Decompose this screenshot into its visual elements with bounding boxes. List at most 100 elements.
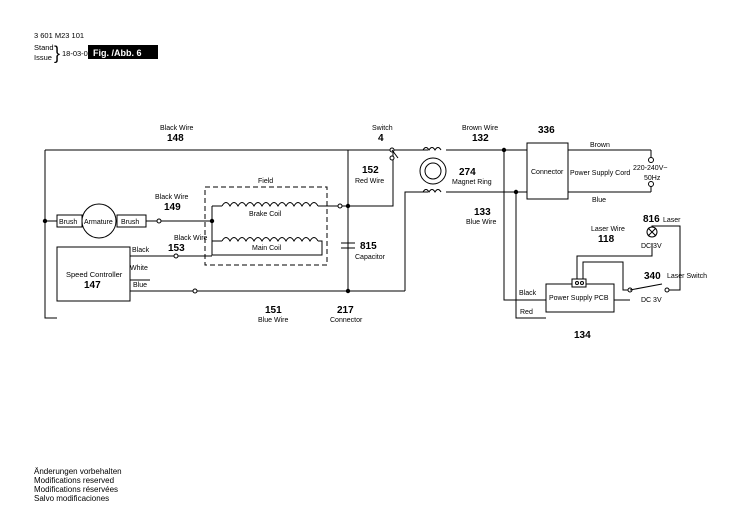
red-wire-152-label: Red Wire [355, 178, 384, 185]
switch-label: Switch [372, 125, 393, 132]
switch-dc3v-label: DC 3V [641, 297, 662, 304]
laser-wire-label: Laser Wire [591, 226, 625, 233]
black-wire-149-label: Black Wire [155, 194, 189, 201]
brake-coil [221, 202, 319, 208]
brown-label: Brown [590, 142, 610, 149]
armature-label: Armature [84, 219, 113, 226]
wire-left-vertical [44, 150, 57, 319]
pcb-label: Power Supply PCB [549, 295, 609, 302]
wire-118-a [576, 243, 653, 282]
issue-label: Issue [34, 53, 52, 62]
cord-terminal-bottom [648, 181, 654, 187]
laser-switch-blade [629, 283, 663, 291]
labels: Black Wire 148 Switch 4 Brown Wire 132 3… [155, 125, 707, 341]
ring-coil-bottom [422, 189, 442, 193]
switch [389, 147, 399, 161]
main-coil [221, 237, 319, 243]
magnet-ring [419, 147, 447, 193]
brown-wire-132-label: Brown Wire [462, 125, 498, 132]
power-supply-pcb: Power Supply PCB [545, 278, 615, 313]
connector-217-number: 217 [337, 305, 354, 316]
brush-left-label: Brush [59, 219, 77, 226]
wire-149-number: 149 [164, 202, 181, 213]
wire-153-number: 153 [168, 243, 185, 254]
connector-336-box [526, 142, 569, 200]
brush-right [116, 214, 147, 228]
terminal-dot [156, 218, 162, 224]
wire-pcb-red [515, 192, 546, 319]
field-label: Field [258, 178, 273, 185]
laser [646, 226, 658, 238]
terminal-dot [337, 203, 343, 209]
laser-label: Laser [663, 217, 681, 224]
brake-coil-label: Brake Coil [249, 211, 282, 218]
magnet-ring-label: Magnet Ring [452, 179, 492, 186]
sc-black-label: Black [132, 247, 150, 254]
junction-dot [501, 147, 507, 153]
laser-number: 816 [643, 214, 660, 225]
speed-controller-box [56, 246, 131, 302]
capacitor-number: 815 [360, 241, 377, 252]
footer: Änderungen vorbehalten Modifications res… [34, 467, 122, 503]
wire-118-b [582, 261, 630, 291]
connector-336: Connector [526, 142, 569, 200]
capacitor: 815 Capacitor [341, 241, 386, 261]
junction-dot [345, 203, 351, 209]
black-wire-153-label: Black Wire [174, 235, 208, 242]
wire-main-coil-return [211, 236, 323, 256]
power-supply-cord-label: Power Supply Cord [570, 170, 630, 177]
stand-label: Stand [34, 43, 54, 52]
pcb-red-label: Red [520, 309, 533, 316]
pcb-black-label: Black [519, 290, 537, 297]
speed-controller-label: Speed Controller [66, 270, 123, 279]
magnet-ring-number: 274 [459, 167, 476, 178]
fig-label: Fig. /Abb. 6 [93, 48, 142, 58]
connector-336-number: 336 [538, 125, 555, 136]
junctions [42, 147, 519, 294]
sc-white-label: White [130, 265, 148, 272]
wire-field-left [211, 206, 222, 242]
fig-label-box [88, 45, 158, 59]
laser-lamp-x2 [647, 227, 657, 237]
field-box [204, 186, 328, 266]
pcb-box [545, 283, 615, 313]
switch-contact-b [389, 155, 395, 161]
pcb-pin-2 [580, 281, 584, 285]
frequency-label: 50Hz [644, 175, 661, 182]
footer-line-en: Modifications reserved [34, 476, 114, 485]
blue-wire-151-label: Blue Wire [258, 317, 288, 324]
laser-switch [627, 283, 670, 293]
wire-148-number: 148 [167, 133, 184, 144]
brace: } [54, 43, 60, 63]
wire-capacitor-top [348, 150, 394, 207]
issue-date: 18-03-07 [62, 49, 92, 58]
field: Field Brake Coil Main Coil [204, 178, 328, 266]
terminal-dot [173, 253, 179, 259]
junction-dot [42, 218, 48, 224]
terminal-dot [192, 288, 198, 294]
junction-dot [345, 288, 351, 294]
switch-number: 4 [378, 133, 384, 144]
wire-151-up [404, 191, 428, 291]
pcb-number: 134 [574, 330, 591, 341]
wire-133-number: 133 [474, 207, 491, 218]
pcb-pin-1 [575, 281, 579, 285]
header: 3 601 M23 101 Stand Issue } 18-03-07 Fig… [34, 31, 158, 63]
sc-blue-label: Blue [133, 282, 147, 289]
laser-wire-number: 118 [598, 234, 615, 245]
ring-coil-top [422, 147, 442, 151]
motor: Brush Armature Brush [56, 203, 147, 239]
footer-line-es: Salvo modificaciones [34, 494, 109, 503]
brush-right-label: Brush [121, 219, 139, 226]
laser-switch-contact-b [664, 287, 670, 293]
connector-336-label: Connector [531, 169, 564, 176]
magnet-ring-inner [424, 162, 442, 180]
black-wire-148-label: Black Wire [160, 125, 194, 132]
speed-controller: Black White Blue Speed Controller 147 [56, 246, 150, 302]
cord-terminals [648, 150, 654, 192]
laser-switch-number: 340 [644, 271, 661, 282]
main-coil-label: Main Coil [252, 245, 282, 252]
connector-217-label: Connector [330, 317, 363, 324]
switch-blade [391, 149, 399, 159]
